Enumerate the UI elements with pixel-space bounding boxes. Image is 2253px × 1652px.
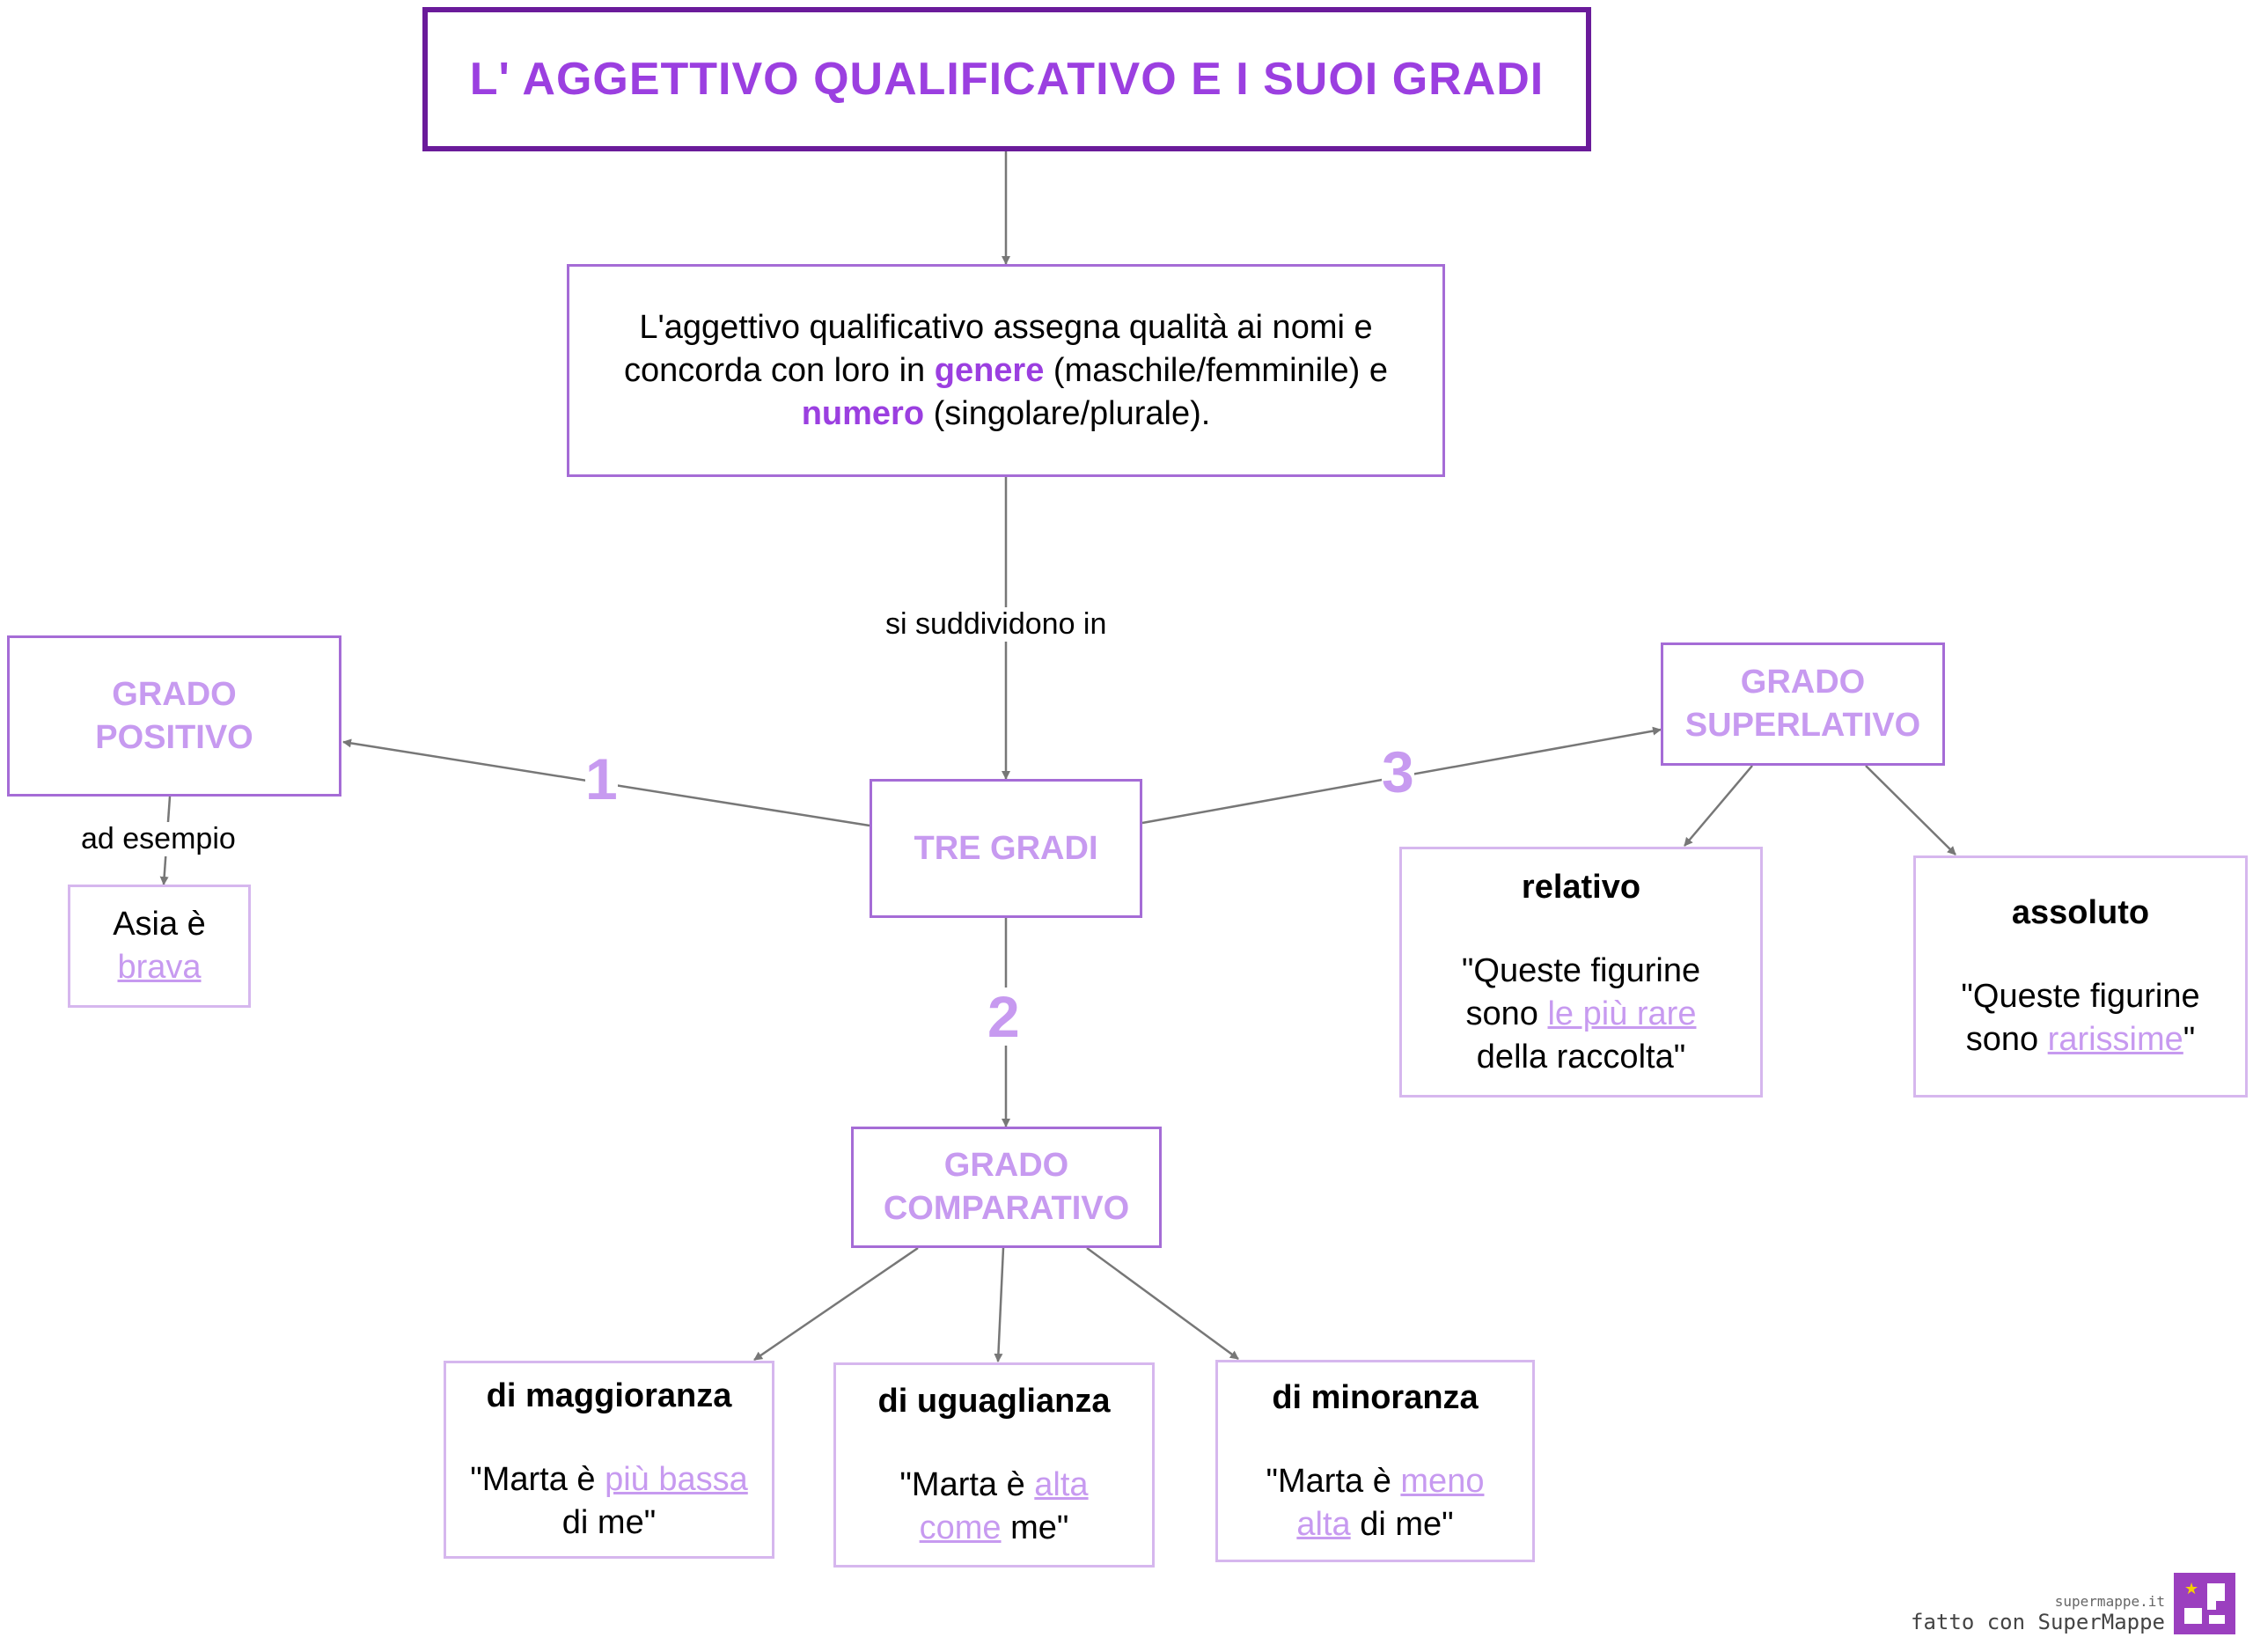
brand-site: supermappe.it <box>2054 1593 2165 1610</box>
maggioranza-example-line-1: "Marta è più bassa <box>470 1461 748 1498</box>
supermappe-logo-icon: ★ <box>2174 1573 2235 1634</box>
link-superlativo-relativo <box>1684 765 1753 847</box>
assoluto-example-line-1: "Queste figurine <box>1961 978 2200 1015</box>
keyword-genere: genere <box>934 351 1045 389</box>
superlativo-title-line-1: GRADO <box>1740 664 1866 701</box>
superlativo-assoluto-box: assoluto "Queste figurine sono rarissime… <box>1913 855 2248 1098</box>
keyword-numero: numero <box>801 394 925 432</box>
grado-positivo-box: GRADO POSITIVO <box>7 635 341 797</box>
definition-box: L'aggettivo qualificativo assegna qualit… <box>567 264 1445 477</box>
positivo-example-word: brava <box>117 949 202 986</box>
link-superlativo-assoluto <box>1865 765 1956 855</box>
number-1: 1 <box>585 746 618 811</box>
definition-line-1: L'aggettivo qualificativo assegna qualit… <box>639 308 1373 346</box>
relativo-example-line-3: della raccolta" <box>1476 1038 1686 1076</box>
maggioranza-example-line-2: di me" <box>561 1504 657 1541</box>
definition-line-3: numero (singolare/plurale). <box>801 394 1211 432</box>
relativo-example-line-1: "Queste figurine <box>1461 951 1701 989</box>
link-comparativo-maggioranza <box>753 1246 919 1362</box>
assoluto-heading: assoluto <box>2011 894 2150 931</box>
superlativo-title-line-2: SUPERLATIVO <box>1684 707 1921 744</box>
comparativo-maggioranza-box: di maggioranza "Marta è più bassa di me" <box>444 1361 774 1559</box>
uguaglianza-example-line-2: come me" <box>919 1509 1069 1546</box>
assoluto-example-line-2: sono rarissime" <box>1965 1021 2196 1058</box>
minoranza-example-line-2: alta di me" <box>1296 1505 1454 1543</box>
uguaglianza-heading: di uguaglianza <box>877 1383 1111 1420</box>
superlativo-relativo-box: relativo "Queste figurine sono le più ra… <box>1399 847 1763 1098</box>
comparativo-title-line-2: COMPARATIVO <box>883 1190 1130 1227</box>
grado-comparativo-box: GRADO COMPARATIVO <box>851 1127 1162 1248</box>
link-label-ad-esempio: ad esempio <box>76 822 241 856</box>
positivo-title-line-2: POSITIVO <box>95 718 253 756</box>
minoranza-heading: di minoranza <box>1272 1378 1479 1416</box>
svg-text:★: ★ <box>2184 1580 2198 1598</box>
link-comparativo-minoranza <box>1086 1246 1239 1361</box>
positivo-example-box: Asia è brava <box>68 885 251 1008</box>
link-comparativo-uguaglianza <box>994 1247 1005 1362</box>
comparativo-title-line-1: GRADO <box>943 1147 1069 1184</box>
link-label-suddividono: si suddividono in <box>880 607 1112 642</box>
definition-line-2: concorda con loro in genere (maschile/fe… <box>623 351 1389 389</box>
comparativo-uguaglianza-box: di uguaglianza "Marta è alta come me" <box>833 1362 1155 1568</box>
positivo-example-line-1: Asia è <box>113 906 206 943</box>
brand-text: fatto con SuperMappe <box>1911 1610 2165 1634</box>
number-3: 3 <box>1382 739 1414 804</box>
relativo-heading: relativo <box>1521 868 1641 906</box>
minoranza-example-line-1: "Marta è meno <box>1266 1462 1485 1500</box>
grado-superlativo-box: GRADO SUPERLATIVO <box>1661 642 1945 766</box>
page-title: L' AGGETTIVO QUALIFICATIVO E I SUOI GRAD… <box>469 54 1545 105</box>
title-box: L' AGGETTIVO QUALIFICATIVO E I SUOI GRAD… <box>422 7 1591 151</box>
maggioranza-heading: di maggioranza <box>486 1377 732 1414</box>
comparativo-minoranza-box: di minoranza "Marta è meno alta di me" <box>1215 1360 1535 1562</box>
number-2: 2 <box>987 984 1020 1049</box>
relativo-example-line-2: sono le più rare <box>1465 995 1697 1032</box>
positivo-title-line-1: GRADO <box>112 675 237 713</box>
uguaglianza-example-line-1: "Marta è alta <box>899 1466 1089 1503</box>
tre-gradi-label: TRE GRADI <box>914 829 1098 867</box>
brand-credit: supermappe.it fatto con SuperMappe <box>1911 1593 2165 1634</box>
tre-gradi-box: TRE GRADI <box>870 779 1142 918</box>
